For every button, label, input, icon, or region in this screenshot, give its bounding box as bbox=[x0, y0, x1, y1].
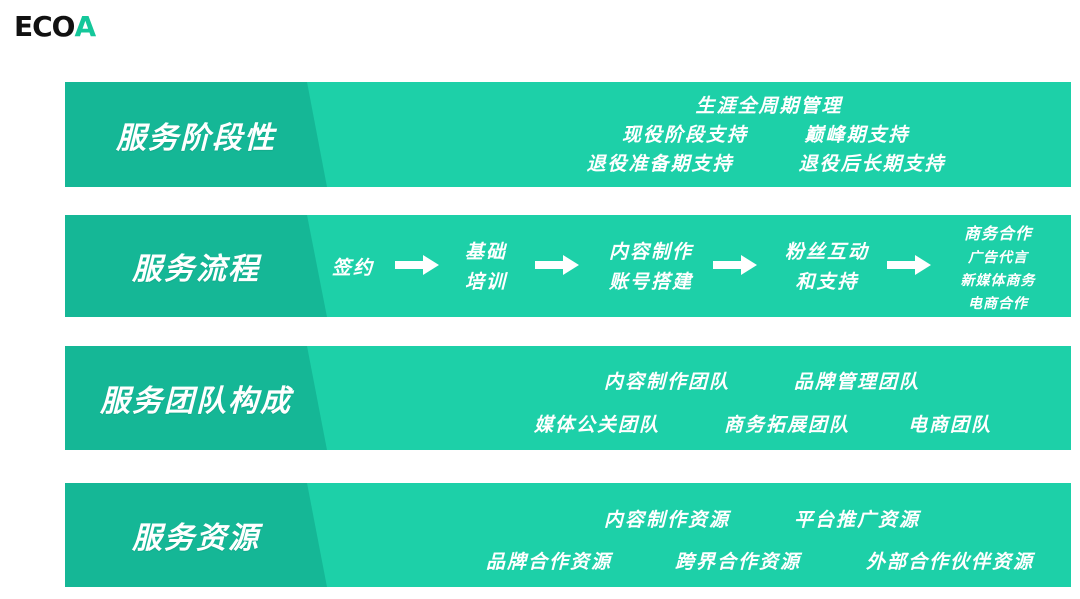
process-step-fans-1: 粉丝互动 bbox=[784, 241, 870, 263]
service-stage-band: 服务阶段性 生涯全周期管理 现役阶段支持 巅峰期支持 退役准备期支持 退役后长期… bbox=[65, 82, 1071, 187]
process-step-sign: 签约 bbox=[331, 257, 375, 279]
service-resources-content: 内容制作资源 平台推广资源 品牌合作资源 跨界合作资源 外部合作伙伴资源 bbox=[327, 483, 1071, 587]
process-step-training-1: 基础 bbox=[464, 241, 508, 263]
process-step-training-2: 培训 bbox=[464, 271, 508, 293]
process-step-content-1: 内容制作 bbox=[608, 241, 694, 263]
service-team-title: 服务团队构成 bbox=[100, 384, 292, 419]
process-step-fans-2: 和支持 bbox=[795, 271, 859, 293]
process-step-business-1: 商务合作 bbox=[963, 224, 1033, 243]
arrow-right-icon bbox=[535, 255, 579, 275]
service-stage-title-panel: 服务阶段性 bbox=[65, 82, 327, 187]
team-item-2: 品牌管理团队 bbox=[793, 371, 921, 393]
service-team-title-panel: 服务团队构成 bbox=[65, 346, 327, 450]
process-step-business-4: 电商合作 bbox=[968, 296, 1028, 312]
service-process-band: 服务流程 签约 基础 培训 内容制作 账号搭建 粉丝互动 和支持 商务合作 广告… bbox=[65, 215, 1071, 317]
stage-item-1: 现役阶段支持 bbox=[621, 124, 749, 146]
stage-line-1: 生涯全周期管理 bbox=[695, 95, 843, 117]
resources-item-1: 内容制作资源 bbox=[603, 509, 731, 531]
arrow-right-icon bbox=[887, 255, 931, 275]
service-resources-title: 服务资源 bbox=[132, 521, 260, 556]
service-resources-band: 服务资源 内容制作资源 平台推广资源 品牌合作资源 跨界合作资源 外部合作伙伴资… bbox=[65, 483, 1071, 587]
resources-item-4: 跨界合作资源 bbox=[674, 551, 802, 573]
team-item-5: 电商团队 bbox=[907, 414, 993, 436]
team-item-1: 内容制作团队 bbox=[603, 371, 731, 393]
team-item-3: 媒体公关团队 bbox=[533, 414, 661, 436]
logo-text: ECO bbox=[14, 10, 75, 43]
resources-item-5: 外部合作伙伴资源 bbox=[865, 551, 1035, 573]
service-stage-title: 服务阶段性 bbox=[116, 120, 276, 156]
service-resources-title-panel: 服务资源 bbox=[65, 483, 327, 587]
stage-item-3: 退役准备期支持 bbox=[586, 153, 734, 175]
process-step-business-2: 广告代言 bbox=[968, 250, 1028, 266]
arrow-right-icon bbox=[713, 255, 757, 275]
resources-item-3: 品牌合作资源 bbox=[485, 551, 613, 573]
team-item-4: 商务拓展团队 bbox=[723, 414, 851, 436]
stage-item-2: 巅峰期支持 bbox=[804, 124, 910, 146]
service-team-band: 服务团队构成 内容制作团队 品牌管理团队 媒体公关团队 商务拓展团队 电商团队 bbox=[65, 346, 1071, 450]
arrow-right-icon bbox=[395, 255, 439, 275]
service-process-content: 签约 基础 培训 内容制作 账号搭建 粉丝互动 和支持 商务合作 广告代言 新媒… bbox=[327, 215, 1071, 317]
logo-accent: A bbox=[74, 10, 96, 43]
process-step-content-2: 账号搭建 bbox=[608, 271, 694, 293]
process-step-business-3: 新媒体商务 bbox=[960, 273, 1036, 289]
stage-item-4: 退役后长期支持 bbox=[798, 153, 946, 175]
service-process-title-panel: 服务流程 bbox=[65, 215, 327, 317]
service-stage-content: 生涯全周期管理 现役阶段支持 巅峰期支持 退役准备期支持 退役后长期支持 bbox=[327, 82, 1071, 187]
service-team-content: 内容制作团队 品牌管理团队 媒体公关团队 商务拓展团队 电商团队 bbox=[327, 346, 1071, 450]
resources-item-2: 平台推广资源 bbox=[793, 509, 921, 531]
service-process-title: 服务流程 bbox=[132, 252, 260, 287]
